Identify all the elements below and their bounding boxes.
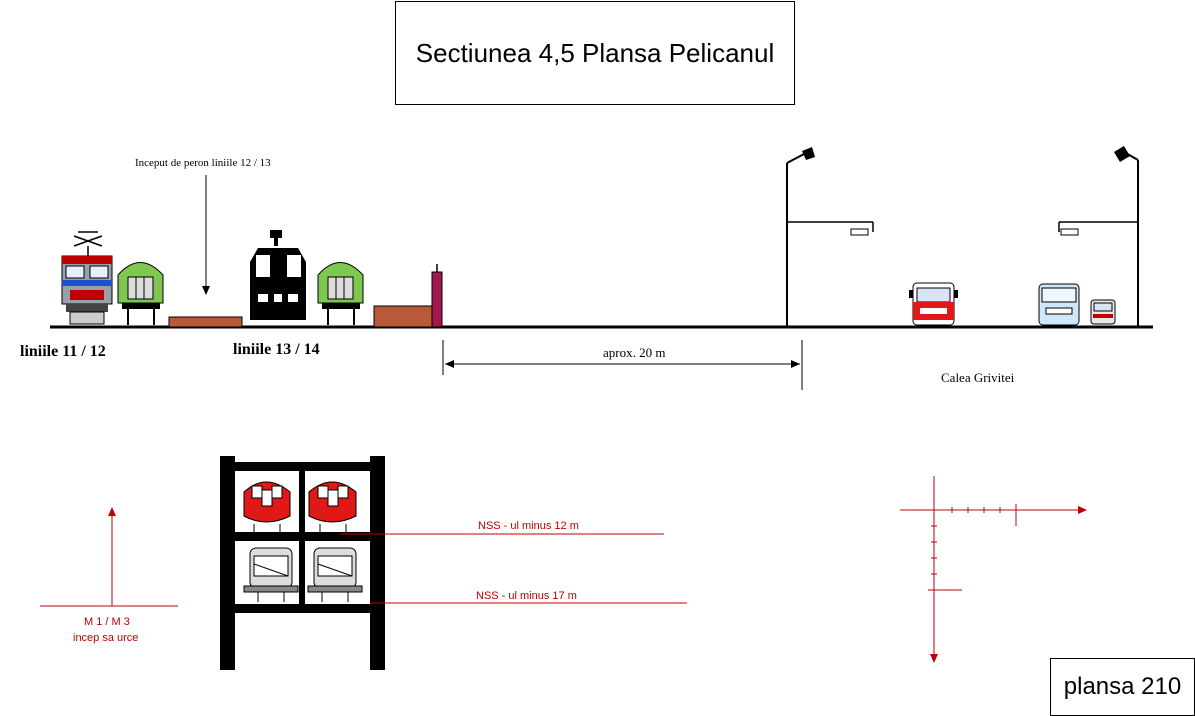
platform-start-label: Inceput de peron liniile 12 / 13 — [135, 157, 271, 169]
metro-train-icon — [308, 481, 357, 532]
metro-tunnel-structure — [220, 456, 385, 670]
platform-block — [168, 316, 243, 328]
platform-pillar — [431, 271, 443, 328]
nss-17-label: NSS - ul minus 17 m — [476, 590, 577, 602]
metro-rise-label-line1: M 1 / M 3 — [84, 616, 130, 628]
platform-block — [373, 305, 437, 328]
metro-rise-label-line2: incep sa urce — [73, 632, 139, 644]
street-lamp-icon — [786, 147, 874, 327]
metro-train-icon — [243, 547, 299, 602]
plate-number: plansa 210 — [1063, 673, 1182, 700]
page-title: Sectiunea 4,5 Plansa Pelicanul — [415, 37, 775, 68]
plate-number-box: plansa 210 — [1050, 658, 1195, 716]
bus-icon — [909, 282, 958, 326]
street-lamp-icon — [1058, 146, 1139, 327]
street-label: Calea Grivitei — [941, 370, 1015, 385]
distance-label: aprox. 20 m — [603, 345, 666, 360]
tracks-11-12-label: liniile 11 / 12 — [20, 343, 106, 360]
car-icon — [1090, 299, 1116, 325]
metro-train-icon — [307, 547, 363, 602]
axes-glyph — [900, 476, 1087, 663]
nss-12-label: NSS - ul minus 12 m — [478, 520, 579, 532]
bus-icon — [1038, 283, 1080, 326]
title-box: Sectiunea 4,5 Plansa Pelicanul — [395, 1, 795, 105]
diesel-locomotive-icon — [250, 230, 306, 320]
green-wagon-icon — [317, 262, 364, 325]
metro-train-icon — [243, 481, 291, 532]
tracks-13-14-label: liniile 13 / 14 — [233, 341, 320, 358]
green-wagon-icon — [117, 262, 164, 325]
electric-locomotive-icon — [61, 231, 113, 325]
